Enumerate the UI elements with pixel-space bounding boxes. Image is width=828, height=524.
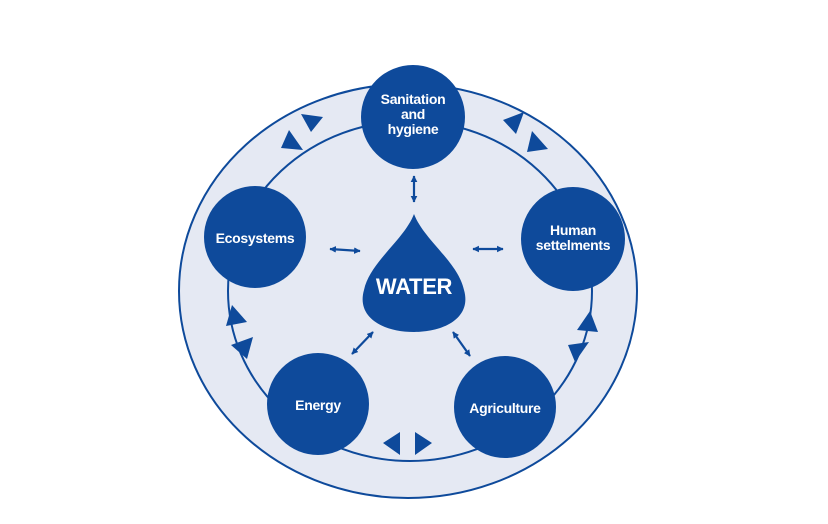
ring-arrow-agriculture-energy-1 [383, 432, 400, 455]
agriculture-label: Agriculture [469, 400, 541, 416]
ecosystems-label: Ecosystems [216, 230, 295, 246]
sanitation-line2: and [401, 106, 425, 122]
ring-arrow-agriculture-energy-2 [415, 432, 432, 455]
ring-arrow-energy-ecosystems-2 [231, 337, 253, 359]
node-human-settlements: Human settelments [521, 187, 625, 291]
link-arrows [329, 175, 504, 357]
water-label: WATER [376, 274, 453, 299]
link-water-agriculture [452, 331, 471, 357]
ring-arrows [226, 112, 598, 455]
human-settlements-line1: Human [550, 222, 596, 238]
energy-label: Energy [295, 397, 341, 413]
ring-arrow-human-agriculture-1 [577, 311, 598, 332]
link-water-energy [351, 331, 374, 355]
ring-arrow-ecosystems-sanitation-2 [281, 130, 303, 150]
human-settlements-line2: settelments [536, 237, 611, 253]
node-agriculture: Agriculture [454, 356, 556, 458]
ring-arrow-energy-ecosystems-1 [226, 305, 247, 326]
ring-arrow-sanitation-human-2 [527, 131, 548, 152]
water-drop-icon [362, 214, 466, 332]
link-water-ecosystems [329, 246, 361, 254]
sanitation-line1: Sanitation [381, 91, 446, 107]
ring-arrow-human-agriculture-2 [568, 342, 589, 362]
node-sanitation: Sanitation and hygiene [361, 65, 465, 169]
sanitation-line3: hygiene [388, 121, 439, 137]
ring-arrow-sanitation-human-1 [503, 112, 524, 134]
node-ecosystems: Ecosystems [204, 186, 306, 288]
ring-arrow-ecosystems-sanitation-1 [301, 114, 323, 132]
node-energy: Energy [267, 353, 369, 455]
water-drop: WATER [362, 214, 466, 332]
